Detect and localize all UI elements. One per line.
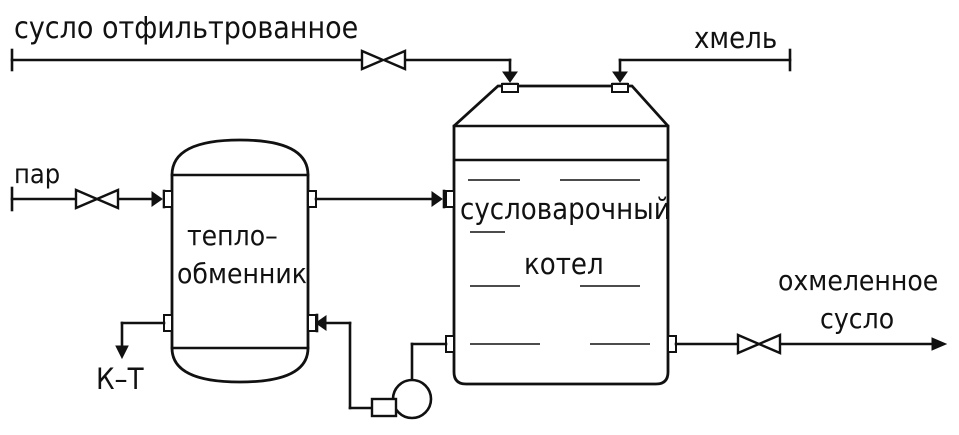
exchanger-to-kettle-pipe bbox=[314, 189, 446, 209]
wort-kettle-label-1: сусловарочный bbox=[460, 192, 671, 226]
filtered-wort-label: сусло отфильтрованное bbox=[14, 11, 358, 46]
hopped-wort-pipeline bbox=[674, 337, 948, 351]
steam-label: пар bbox=[14, 159, 60, 190]
heat-exchanger: тепло– обменник bbox=[163, 138, 317, 384]
condensate-pipeline bbox=[115, 321, 166, 360]
hops-label: хмель bbox=[694, 21, 777, 55]
hopped-wort-valve[interactable] bbox=[736, 333, 782, 355]
condensate-label: К–Т bbox=[96, 362, 145, 396]
heat-exchanger-label-2: обменник bbox=[177, 257, 307, 290]
filtered-wort-pipeline bbox=[10, 48, 519, 86]
hopped-wort-label-1: охмеленное bbox=[778, 264, 938, 297]
hops-pipeline bbox=[611, 48, 792, 86]
circulation-pipeline bbox=[315, 313, 448, 410]
wort-kettle: сусловарочный котел bbox=[445, 83, 677, 386]
circulation-pump[interactable] bbox=[370, 378, 433, 420]
wort-inlet-valve[interactable] bbox=[360, 49, 407, 71]
hopped-wort-label-2: сусло bbox=[820, 302, 894, 335]
heat-exchanger-label-1: тепло– bbox=[187, 219, 278, 252]
steam-pipeline bbox=[10, 186, 166, 212]
steam-valve[interactable] bbox=[74, 188, 120, 210]
wort-kettle-label-2: котел bbox=[524, 247, 604, 281]
